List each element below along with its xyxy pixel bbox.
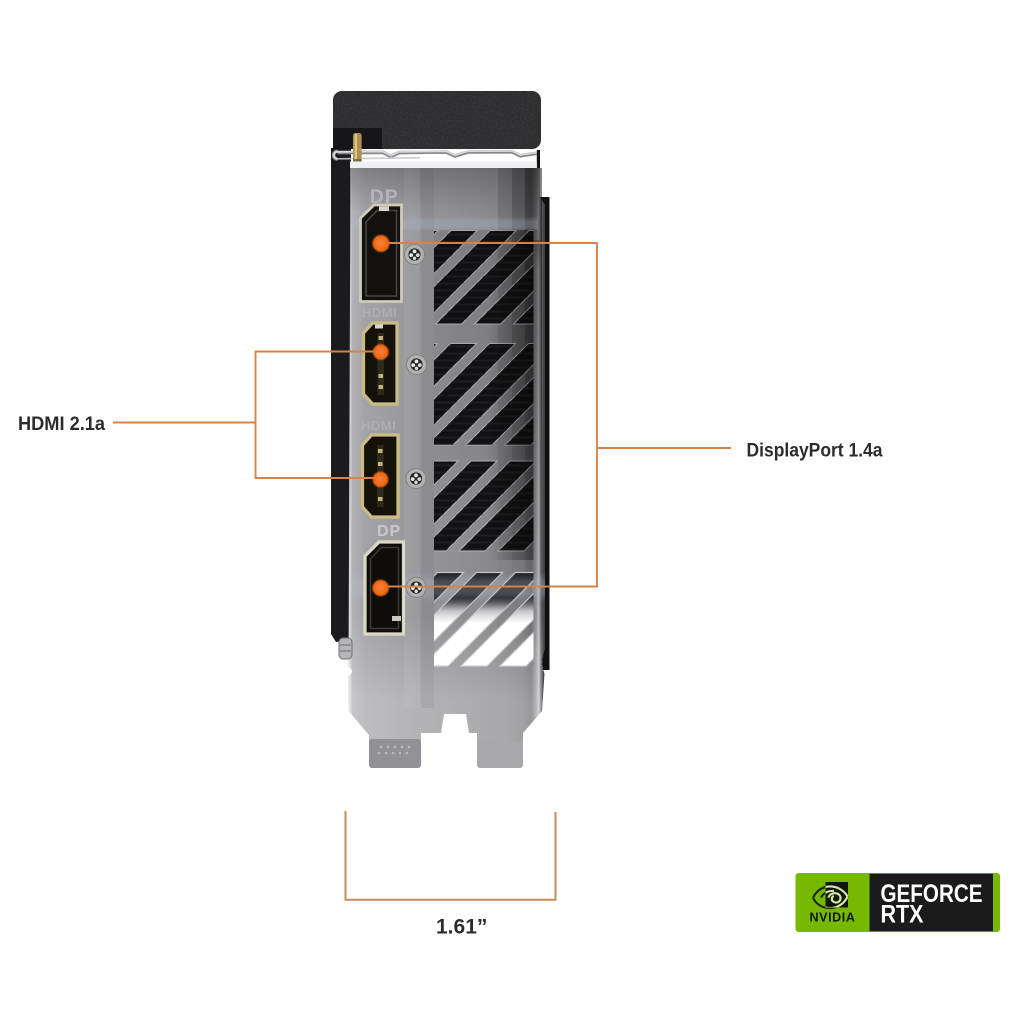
svg-text:RTX: RTX xyxy=(881,900,924,928)
svg-text:HDMI: HDMI xyxy=(362,305,397,320)
svg-text:1.61”: 1.61” xyxy=(436,916,487,939)
svg-text:DP: DP xyxy=(370,187,399,208)
svg-text:DisplayPort 1.4a: DisplayPort 1.4a xyxy=(747,440,883,462)
svg-text:HDMI: HDMI xyxy=(361,418,396,433)
svg-text:GEFORCE: GEFORCE xyxy=(881,880,983,908)
svg-text:NVIDIA: NVIDIA xyxy=(810,911,856,925)
svg-text:DP: DP xyxy=(377,523,401,540)
svg-text:HDMI 2.1a: HDMI 2.1a xyxy=(18,413,105,435)
